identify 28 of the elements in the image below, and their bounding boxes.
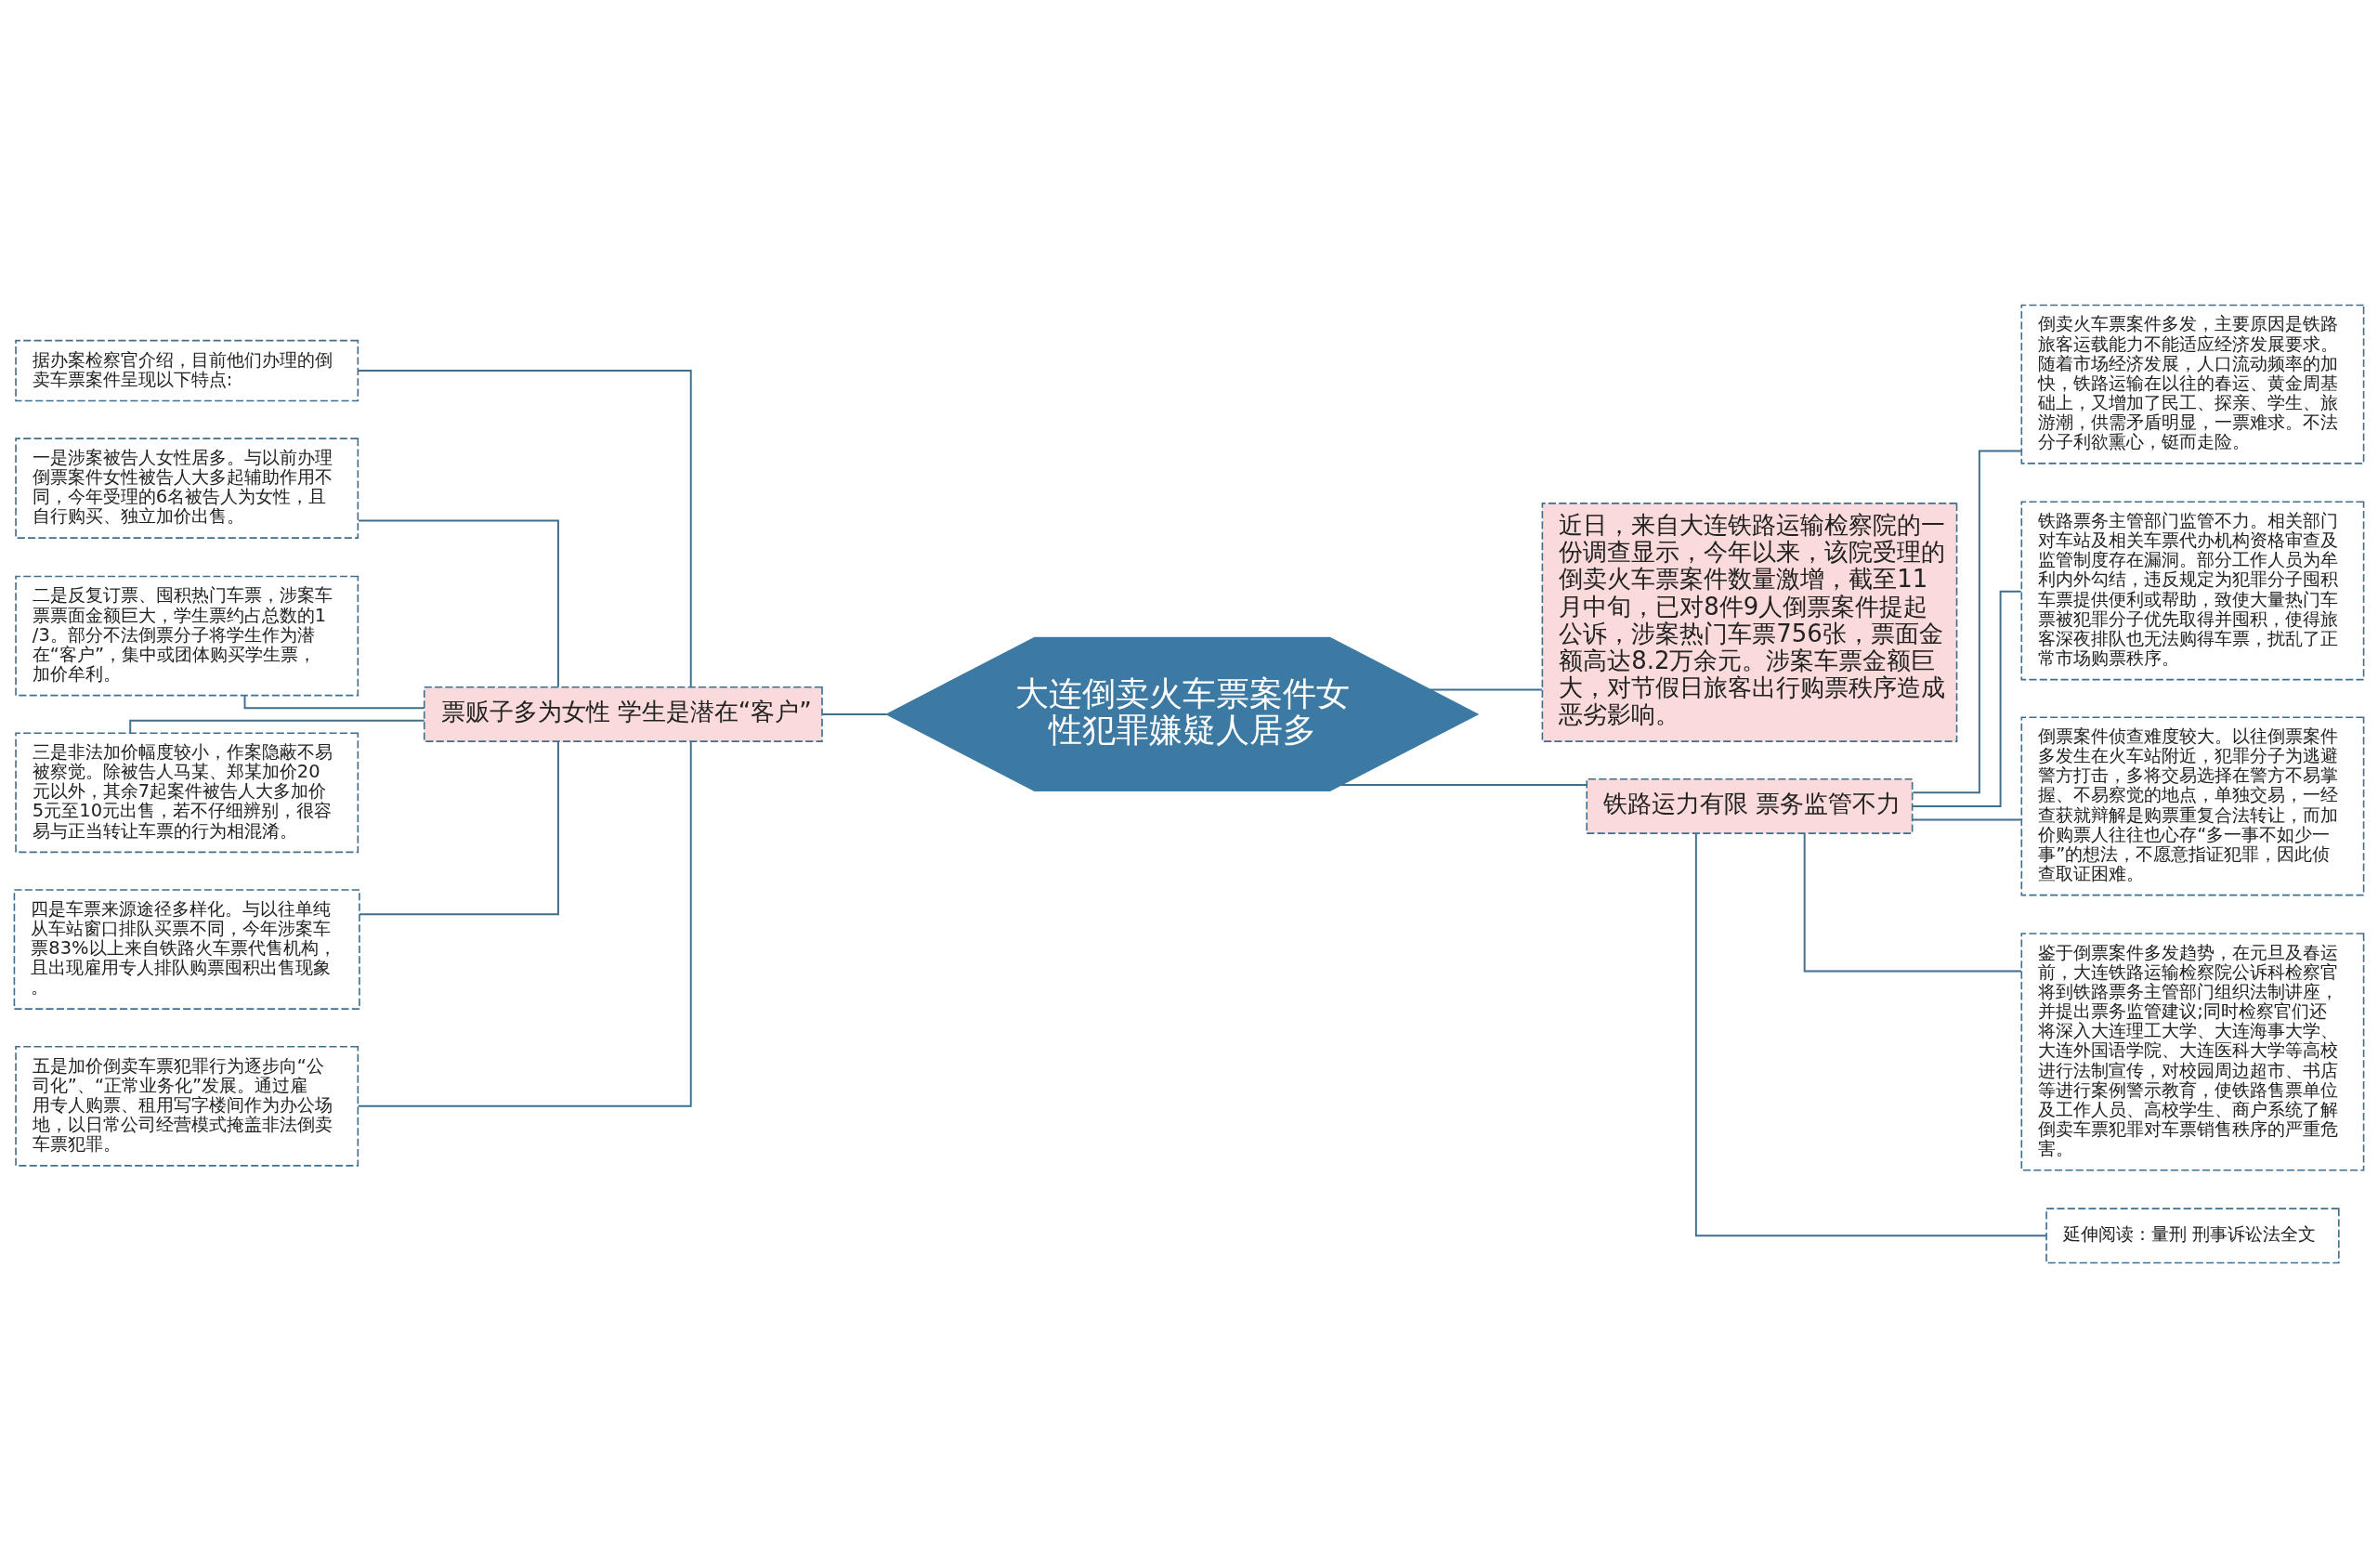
node-box: 三是非法加价幅度较小，作案隐蔽不易被察觉。除被告人马某、郑某加价20元以外，其余7起案件被告人大多加价5元至10元出售，若不仔细辨别，很容易与正当转让车票的行为相混淆。	[15, 732, 359, 854]
node-box: 一是涉案被告人女性居多。与以前办理倒票案件女性被告人大多起辅助作用不同，今年受理的6名被告人为女性，且自行购买、独立加价出售。	[15, 438, 359, 539]
connector	[129, 719, 425, 735]
node-box: 四是车票来源途径多样化。与以往单纯从车站窗口排队买票不同，今年涉案车票83%以上来自铁路火车票代售机构，且出现雇用专人排队购票囤积出售现象。	[13, 889, 360, 1010]
connector	[359, 740, 559, 916]
node-box: 延伸阅读：量刑 刑事诉讼法全文	[2045, 1208, 2340, 1264]
node-box: 近日，来自大连铁路运输检察院的一份调查显示，今年以来，该院受理的倒卖火车票案件数量激增，截至11月中旬，已对8件9人倒票案件提起公诉，涉案热门车票756张，票面金额高达8.2万余元。涉案车票金额巨大，对节假日旅客出行购票秩序造成恶劣影响。	[1541, 503, 1958, 742]
node-box: 据办案检察官介绍，目前他们办理的倒卖车票案件呈现以下特点:	[15, 339, 359, 402]
node-box: 鉴于倒票案件多发趋势，在元旦及春运前，大连铁路运输检察院公诉科检察官将到铁路票务主管部门组织法制讲座，并提出票务监管建议;同时检察官们还将深入大连理工大学、大连海事大学、大连外国语学院、大连医科大学等高校进行法制宣传，对校园周边超市、书店等进行案例警示教育，使铁路售票单位及工作人员、高校学生、商户系统了解倒卖车票犯罪对车票销售秩序的严重危害。	[2020, 933, 2365, 1171]
node-box: 铁路票务主管部门监管不力。相关部门对车站及相关车票代办机构资格审查及监管制度存在漏洞。部分工作人员为牟利内外勾结，违反规定为犯罪分子囤积车票提供便利或帮助，致使大量热门车票被犯罪分子优先取得并囤积，使得旅客深夜排队也无法购得车票，扰乱了正常市场购票秩序。	[2020, 501, 2365, 681]
connector	[357, 519, 559, 688]
node-box: 铁路运力有限 票务监管不力	[1586, 777, 1914, 834]
connector	[1340, 783, 1588, 786]
connector	[1912, 818, 2022, 821]
node-box: 票贩子多为女性 学生是潜在“客户”	[423, 686, 823, 742]
connector	[357, 740, 692, 1107]
connector	[1912, 450, 2023, 794]
node-box: 五是加价倒卖车票犯罪行为逐步向“公司化”、“正常业务化”发展。通过雇用专人购票、租用写字楼间作为办公场地，以日常公司经营模式掩盖非法倒卖车票犯罪。	[15, 1045, 359, 1167]
connector	[1694, 832, 2047, 1237]
connector	[243, 694, 425, 710]
node-box: 倒票案件侦查难度较大。以往倒票案件多发生在火车站附近，犯罪分子为逃避警方打击，多将交易选择在警方不易掌握、不易察觉的地点，单独交易，一经查获就辩解是购票重复合法转让，而加价购票人往往也心存“多一事不如少一事”的想法，不愿意指证犯罪，因此侦查取证困难。	[2020, 716, 2365, 896]
connector	[1803, 832, 2022, 973]
connector	[357, 370, 692, 688]
node-box: 二是反复订票、囤积热门车票，涉案车票票面金额巨大，学生票约占总数的1/3。部分不法倒票分子将学生作为潜在“客户”，集中或团体购买学生票，加价牟利。	[15, 575, 359, 697]
connector	[821, 713, 888, 715]
connector	[1429, 688, 1543, 691]
connector	[1912, 590, 2022, 807]
node-box: 倒卖火车票案件多发，主要原因是铁路旅客运载能力不能适应经济发展要求。随着市场经济发展，人口流动频率的加快，铁路运输在以往的春运、黄金周基础上，又增加了民工、探亲、学生、旅游潮，供需矛盾明显，一票难求。不法分子利欲熏心，铤而走险。	[2020, 304, 2365, 464]
